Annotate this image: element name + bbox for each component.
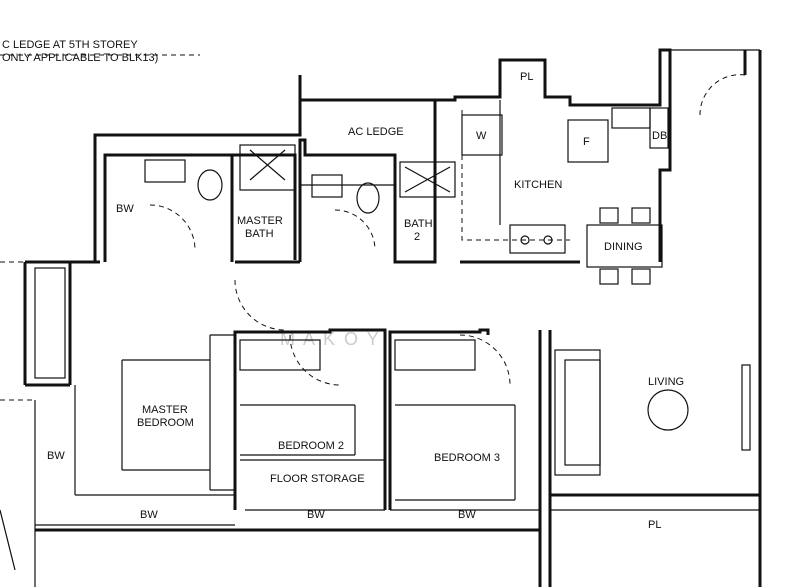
note-ac-ledge: C LEDGE AT 5TH STOREY xyxy=(2,39,138,51)
room-ac-ledge: AC LEDGE xyxy=(348,126,404,138)
room-bw-bottom-3: BW xyxy=(458,509,476,521)
room-bath2: BATH xyxy=(404,218,433,230)
note-applicable: ONLY APPLICABLE TO BLK13) xyxy=(2,52,158,64)
room-bw-bottom-2: BW xyxy=(307,509,325,521)
room-pl-bottom: PL xyxy=(648,519,661,531)
room-master-bath-2: BATH xyxy=(245,228,274,240)
room-floor-storage: FLOOR STORAGE xyxy=(270,473,365,485)
room-w: W xyxy=(476,130,487,142)
room-f: F xyxy=(583,136,590,148)
room-master-bedroom: MASTER xyxy=(142,404,188,416)
room-master-bedroom-2: BEDROOM xyxy=(137,417,194,429)
room-bw-left: BW xyxy=(47,450,65,462)
room-bw-top: BW xyxy=(116,203,134,215)
room-db: DB xyxy=(652,130,667,142)
room-dining: DINING xyxy=(604,241,643,253)
room-pl-top: PL xyxy=(520,71,533,83)
room-bath2-num: 2 xyxy=(414,231,420,243)
room-master-bath: MASTER xyxy=(237,215,283,227)
room-living: LIVING xyxy=(648,376,684,388)
room-kitchen: KITCHEN xyxy=(514,179,562,191)
room-bw-bottom-1: BW xyxy=(140,509,158,521)
walls xyxy=(0,48,762,587)
watermark: M A K O Y xyxy=(280,329,381,349)
room-bedroom3: BEDROOM 3 xyxy=(434,452,500,464)
room-bedroom2: BEDROOM 2 xyxy=(278,440,344,452)
